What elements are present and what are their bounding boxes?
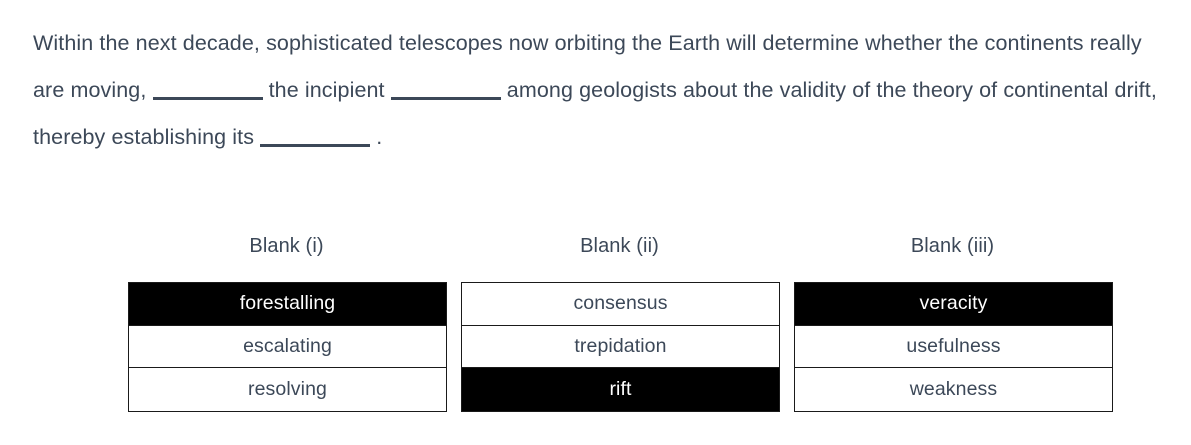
stem-text-segment: among geologists about the validity of t… [33,78,1157,149]
choice-option-selected[interactable]: rift [462,368,779,411]
choice-option-selected[interactable]: veracity [795,283,1112,326]
stem-blank-5 [260,123,371,147]
question-stem: Within the next decade, sophisticated te… [33,20,1158,161]
stem-text-segment: the incipient [262,78,391,102]
stem-blank-1 [152,76,263,100]
choice-option[interactable]: escalating [129,325,446,368]
blank-label-1: Blank (i) [249,235,324,257]
choice-option[interactable]: resolving [129,368,446,411]
choice-option[interactable]: trepidation [462,325,779,368]
stem-text-segment: Within the next decade, sophisticated te… [33,31,1142,102]
choice-option[interactable]: usefulness [795,325,1112,368]
choice-option[interactable]: weakness [795,368,1112,411]
blank-label-3: Blank (iii) [910,235,995,257]
stem-blank-3 [390,76,501,100]
blank-label-2: Blank (ii) [580,235,659,257]
choice-option-selected[interactable]: forestalling [129,283,446,326]
stem-text-segment: . [370,125,383,149]
choice-option[interactable]: consensus [462,283,779,326]
